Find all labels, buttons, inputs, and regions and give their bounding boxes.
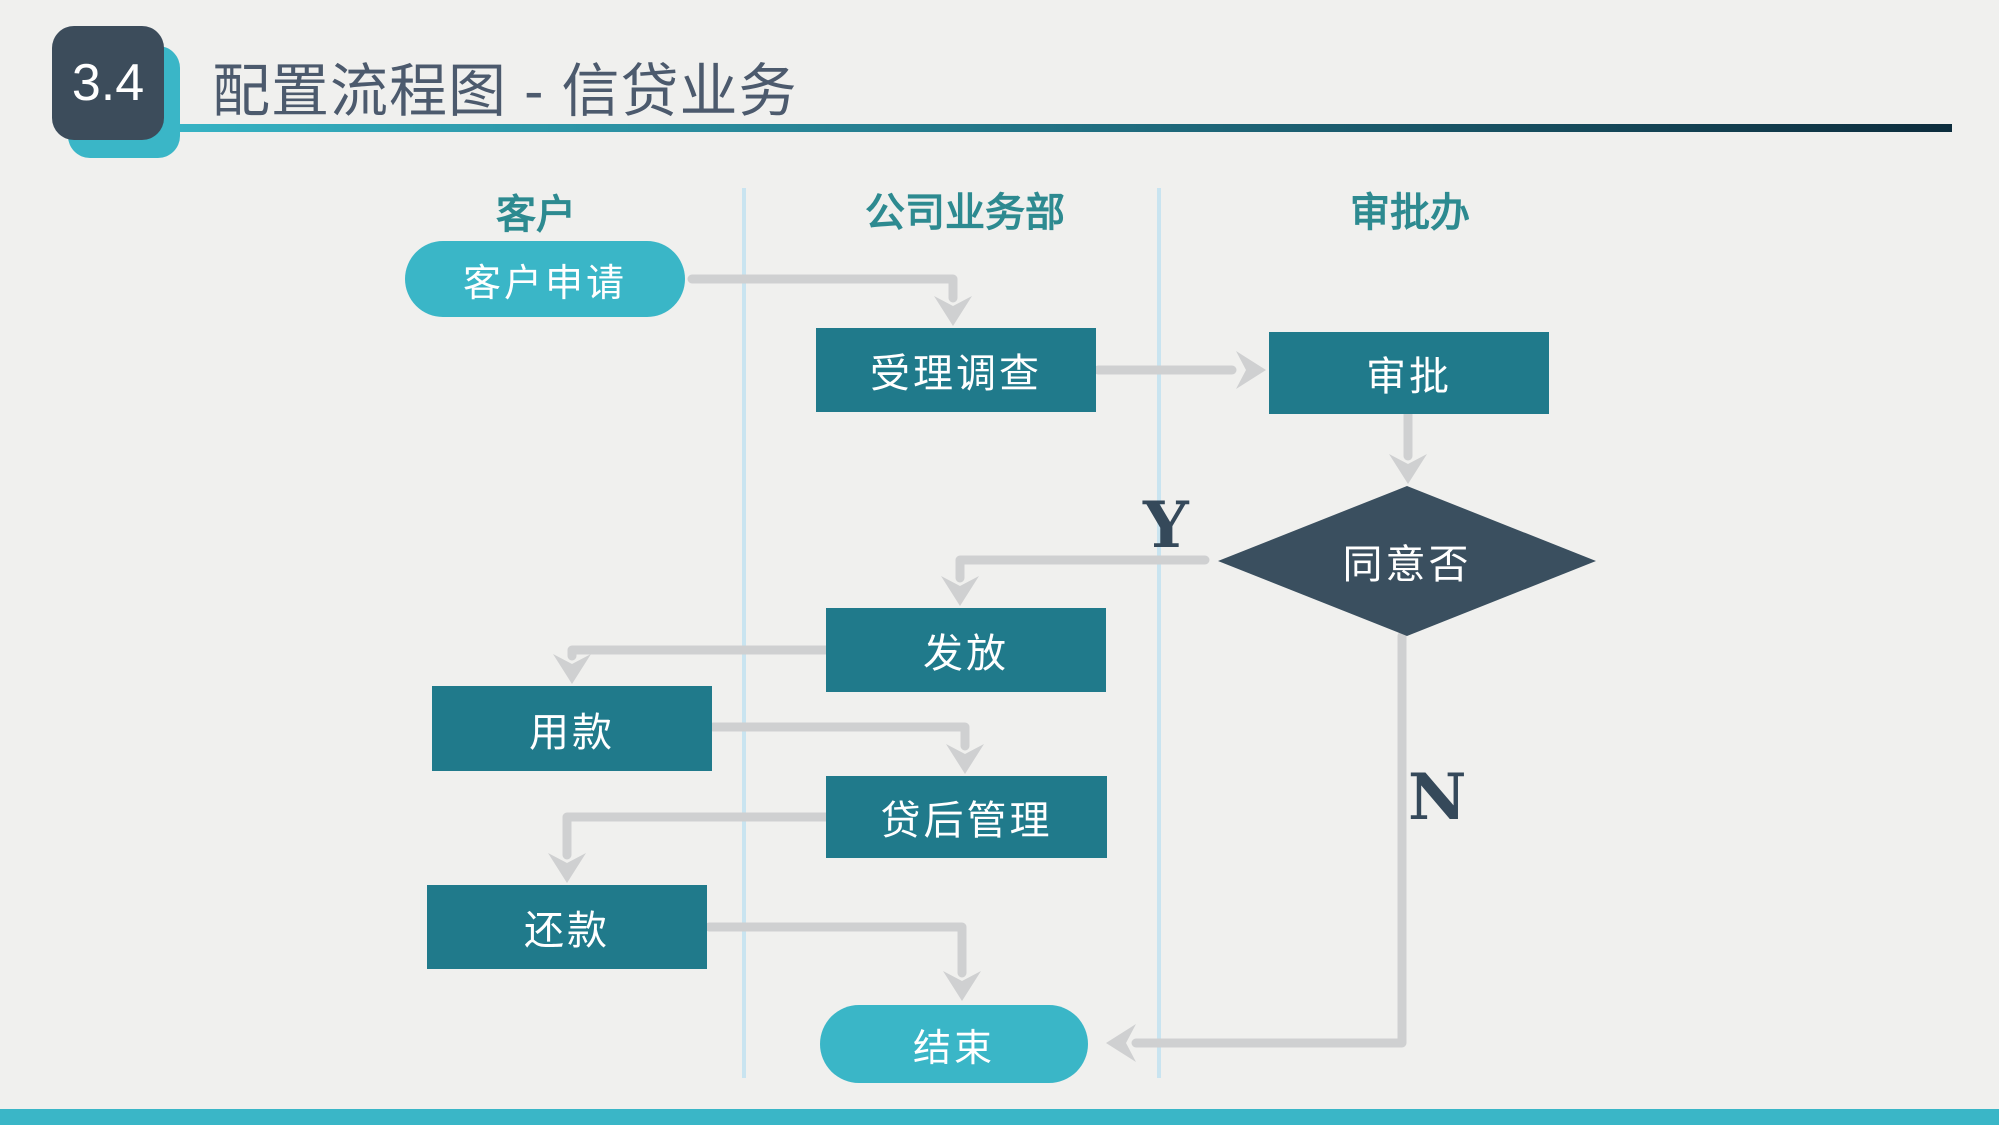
page-title: 配置流程图 - 信贷业务 — [212, 59, 798, 124]
node-customer-apply: 客户申请 — [405, 241, 685, 317]
node-approve: 审批 — [1269, 332, 1549, 414]
arrowhead-down-icon — [553, 654, 591, 684]
connector-decision-yes-to-issue — [955, 555, 1210, 583]
connector-postloan-to-repay — [562, 812, 833, 860]
section-number: 3.4 — [71, 54, 145, 112]
node-use-funds: 用款 — [432, 686, 712, 771]
node-end: 结束 — [820, 1005, 1088, 1083]
arrowhead-down-icon — [946, 744, 984, 774]
connector-use-to-postloan — [708, 722, 970, 751]
node-investigate: 受理调查 — [816, 328, 1096, 412]
connector-repay-to-end — [704, 922, 967, 978]
node-repay: 还款 — [427, 885, 707, 969]
arrowhead-down-icon — [934, 296, 972, 326]
connector-start-to-investigate — [687, 274, 958, 303]
arrowhead-down-icon — [941, 576, 979, 606]
connector-issue-to-use — [567, 645, 833, 661]
arrowhead-left-icon — [1106, 1024, 1136, 1062]
node-post-loan: 贷后管理 — [826, 776, 1107, 858]
lane-label-business: 公司业务部 — [865, 189, 1065, 236]
edge-label-no: N — [1408, 760, 1467, 835]
arrowhead-down-icon — [943, 971, 981, 1001]
arrowhead-down-icon — [1389, 454, 1427, 484]
lane-divider-1 — [742, 188, 746, 1078]
footer-accent-bar — [0, 1109, 1999, 1125]
arrowhead-down-icon — [548, 853, 586, 883]
lane-label-customer: 客户 — [496, 191, 576, 238]
section-badge: 3.4 — [52, 26, 164, 140]
lane-label-approval: 审批办 — [1350, 189, 1470, 236]
title-underline — [178, 124, 1952, 132]
node-issue: 发放 — [826, 608, 1106, 692]
connector-decision-no-to-end — [1131, 631, 1407, 1048]
lane-divider-2 — [1157, 188, 1161, 1078]
edge-label-yes: Y — [1143, 488, 1189, 563]
arrowhead-right-icon — [1236, 351, 1266, 389]
